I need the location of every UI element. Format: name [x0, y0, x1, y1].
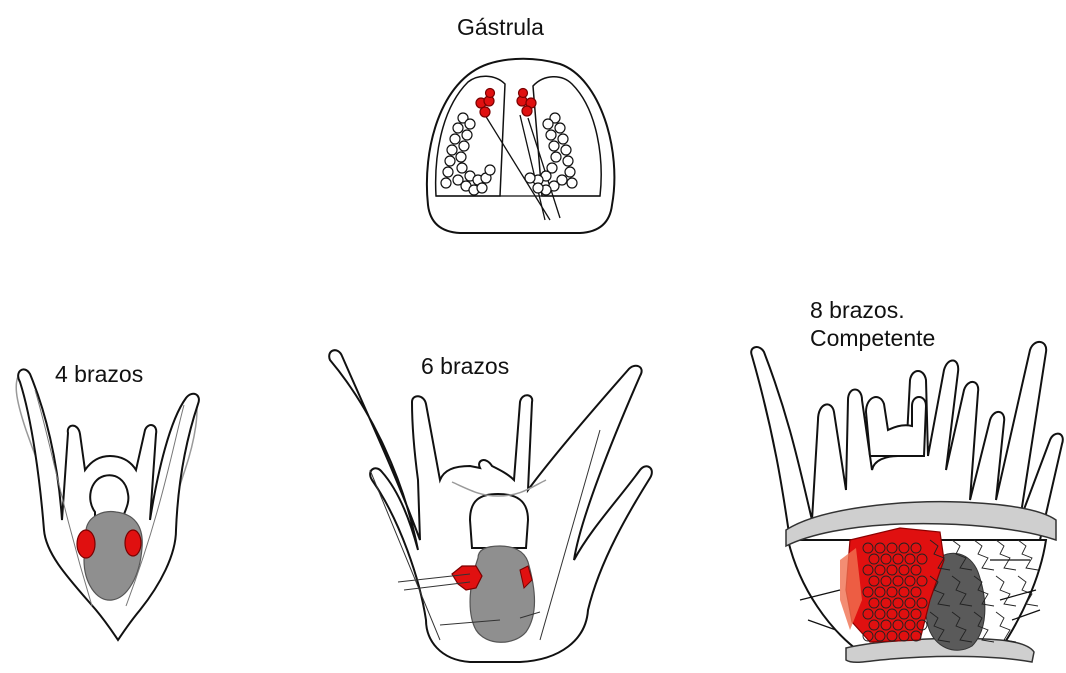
- mesenchyme-cell: [525, 173, 535, 183]
- mesenchyme-cell: [561, 145, 571, 155]
- mesenchyme-cell: [445, 156, 455, 166]
- mesenchyme-cell: [551, 152, 561, 162]
- mesenchyme-cell: [543, 119, 553, 129]
- red-cell: [486, 89, 495, 98]
- mesenchyme-cell: [555, 123, 565, 133]
- mesenchyme-cell: [462, 130, 472, 140]
- mesenchyme-cell: [443, 167, 453, 177]
- mesenchyme-cell: [563, 156, 573, 166]
- six-arms-mouth: [470, 494, 528, 548]
- mesenchyme-cell: [453, 123, 463, 133]
- mesenchyme-cell: [565, 167, 575, 177]
- mesenchyme-cell: [549, 141, 559, 151]
- red-cell: [480, 107, 490, 117]
- mesenchyme-cell: [447, 145, 457, 155]
- mesenchyme-cell: [457, 163, 467, 173]
- mesenchyme-cell: [450, 134, 460, 144]
- mesenchyme-cell: [459, 141, 469, 151]
- four-arms-red-right: [125, 530, 141, 556]
- mesenchyme-cell: [558, 134, 568, 144]
- mesenchyme-cell: [477, 183, 487, 193]
- red-cell: [519, 89, 528, 98]
- mesenchyme-cell: [456, 152, 466, 162]
- mesenchyme-cell: [567, 178, 577, 188]
- six-arms-gut: [470, 546, 534, 642]
- mesenchyme-cell: [533, 183, 543, 193]
- mesenchyme-cell: [546, 130, 556, 140]
- four-arms-larva: [16, 369, 199, 640]
- mesenchyme-cell: [465, 119, 475, 129]
- six-arms-larva: [329, 350, 652, 662]
- mesenchyme-cell: [441, 178, 451, 188]
- eight-arms-larva: [751, 342, 1063, 662]
- four-arms-red-left: [77, 530, 95, 558]
- mesenchyme-cell: [485, 165, 495, 175]
- red-cell: [522, 106, 532, 116]
- eight-arms-hood: [866, 397, 926, 456]
- gastrula-red-cells: [476, 89, 536, 118]
